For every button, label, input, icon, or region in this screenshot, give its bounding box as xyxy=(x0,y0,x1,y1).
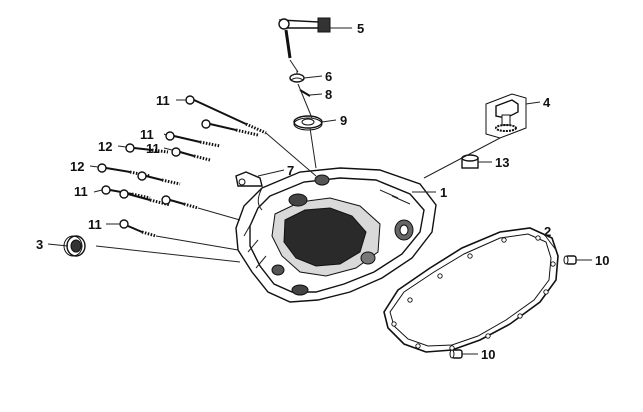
shift-arm xyxy=(278,17,331,59)
pin xyxy=(299,89,311,97)
bolt-1 xyxy=(185,95,267,135)
callout-1: 1 xyxy=(440,185,447,200)
callout-11-e: 11 xyxy=(88,217,102,232)
leader-lines xyxy=(47,27,592,355)
bolt-5 xyxy=(171,147,211,162)
callout-4: 4 xyxy=(543,95,551,110)
callout-9: 9 xyxy=(340,113,347,128)
callout-8: 8 xyxy=(325,87,332,102)
callout-10-lower: 10 xyxy=(481,347,495,362)
gasket xyxy=(383,227,559,353)
bracket xyxy=(235,171,263,187)
bolt-11 xyxy=(119,219,157,238)
seal-washer xyxy=(293,115,323,131)
callout-11-c: 11 xyxy=(146,141,160,156)
callout-10-upper: 10 xyxy=(595,253,609,268)
bolt-9 xyxy=(119,189,171,207)
callout-11-b: 11 xyxy=(140,127,154,142)
callout-labels: 5 6 8 9 7 4 13 1 2 10 10 3 11 11 12 11 1… xyxy=(36,21,609,362)
bolt-4 xyxy=(125,143,169,154)
dowel-pin-upper xyxy=(563,255,577,265)
callout-11-a: 11 xyxy=(156,93,170,108)
callout-11-d: 11 xyxy=(74,184,88,199)
bolt-7 xyxy=(137,171,181,186)
oil-filter-cap xyxy=(485,93,527,139)
callout-13: 13 xyxy=(495,155,509,170)
bolt-2 xyxy=(201,119,259,137)
crankcase-cover xyxy=(235,167,437,303)
callout-6: 6 xyxy=(325,69,332,84)
callout-5: 5 xyxy=(357,21,364,36)
bolt-3 xyxy=(165,131,221,148)
callout-12-b: 12 xyxy=(70,159,84,174)
callout-7: 7 xyxy=(287,163,294,178)
callout-12-a: 12 xyxy=(98,139,112,154)
bolt-10 xyxy=(161,195,199,210)
dowel-pin-lower xyxy=(449,349,463,359)
bolts xyxy=(97,95,267,238)
oil-seal xyxy=(63,235,86,257)
callout-2: 2 xyxy=(544,224,551,239)
spring xyxy=(289,70,305,83)
callout-3: 3 xyxy=(36,237,43,252)
